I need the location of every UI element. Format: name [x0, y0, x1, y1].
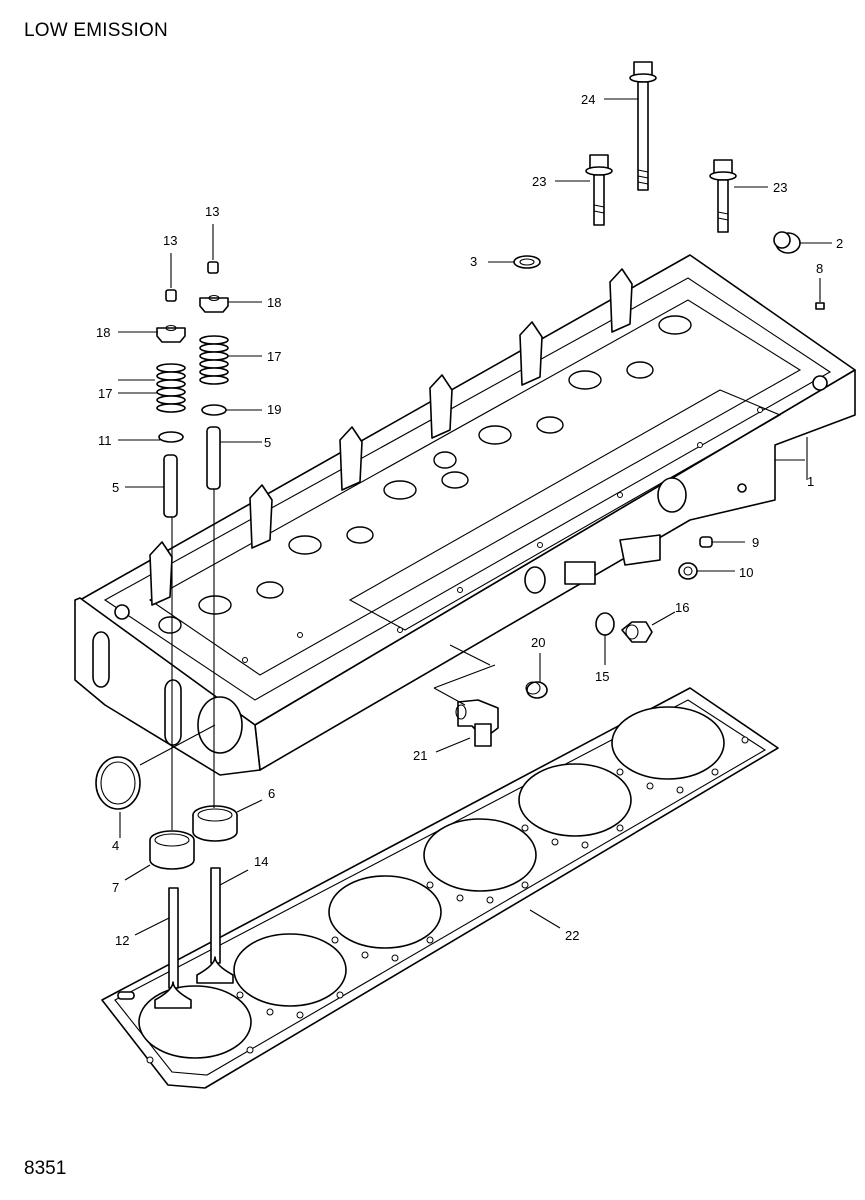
bolt-23b[interactable]	[709, 159, 737, 233]
plug-10[interactable]	[678, 562, 698, 580]
callout-5-left: 5	[112, 480, 119, 495]
callout-8: 8	[816, 261, 823, 276]
callout-9: 9	[752, 535, 759, 550]
spring-retainer-18a	[156, 327, 186, 343]
callout-22: 22	[565, 928, 579, 943]
valve-seal-11	[158, 431, 184, 443]
callout-13-right: 13	[205, 204, 219, 219]
callout-14: 14	[254, 854, 268, 869]
valve-key-13b	[207, 261, 219, 274]
seal-ring-3[interactable]	[513, 255, 541, 269]
valve-stack-exhaust[interactable]	[199, 261, 229, 490]
callout-21: 21	[413, 748, 427, 763]
seat-insert-6[interactable]	[192, 805, 238, 842]
callout-23-left: 23	[532, 174, 546, 189]
callout-11: 11	[98, 433, 112, 448]
callout-4: 4	[112, 838, 119, 853]
callout-2: 2	[836, 236, 843, 251]
callout-10: 10	[739, 565, 753, 580]
callout-18-right: 18	[267, 295, 281, 310]
diagram-code: 8351	[24, 1158, 67, 1179]
valve-guide-5a	[163, 454, 178, 518]
callout-15: 15	[595, 669, 609, 684]
bolt-23a[interactable]	[585, 154, 613, 226]
bolt-24[interactable]	[629, 61, 657, 191]
plug-9[interactable]	[699, 536, 713, 548]
callout-7: 7	[112, 880, 119, 895]
washer-15[interactable]	[595, 612, 615, 636]
seat-insert-7[interactable]	[149, 830, 195, 870]
valve-key-13a	[165, 289, 177, 302]
plug-20[interactable]	[525, 681, 548, 699]
callout-5-right: 5	[264, 435, 271, 450]
valve-guide-5b	[206, 426, 221, 490]
callout-3: 3	[470, 254, 477, 269]
valve-12[interactable]	[154, 887, 192, 1009]
valve-stack-intake[interactable]	[156, 289, 186, 518]
callout-19: 19	[267, 402, 281, 417]
callout-12: 12	[115, 933, 129, 948]
valve-spring-17a	[156, 363, 186, 413]
leader-lines	[118, 98, 832, 936]
plug-2[interactable]	[773, 231, 801, 254]
cylinder-head[interactable]	[74, 254, 856, 776]
spring-retainer-18b	[199, 297, 229, 313]
callout-20: 20	[531, 635, 545, 650]
callout-6: 6	[268, 786, 275, 801]
callout-24: 24	[581, 92, 595, 107]
callout-16: 16	[675, 600, 689, 615]
callout-1: 1	[807, 474, 814, 489]
valve-14[interactable]	[196, 867, 234, 984]
diagram-title: LOW EMISSION	[24, 20, 168, 41]
valve-spring-17b	[199, 335, 229, 385]
callout-18-left: 18	[96, 325, 110, 340]
callout-13-left: 13	[163, 233, 177, 248]
callout-17-right: 17	[267, 349, 281, 364]
callout-23-right: 23	[773, 180, 787, 195]
seal-ring-4[interactable]	[95, 756, 141, 810]
dowel-pin-8[interactable]	[815, 302, 825, 310]
callout-labels: 1 2 3 4 5 5 6 7 8 9 10 11 12 13 13 14 15…	[96, 92, 843, 948]
valve-seal-19	[201, 404, 227, 416]
elbow-fitting-21[interactable]	[455, 699, 499, 747]
callout-17-left: 17	[98, 386, 112, 401]
plug-16[interactable]	[621, 621, 653, 643]
